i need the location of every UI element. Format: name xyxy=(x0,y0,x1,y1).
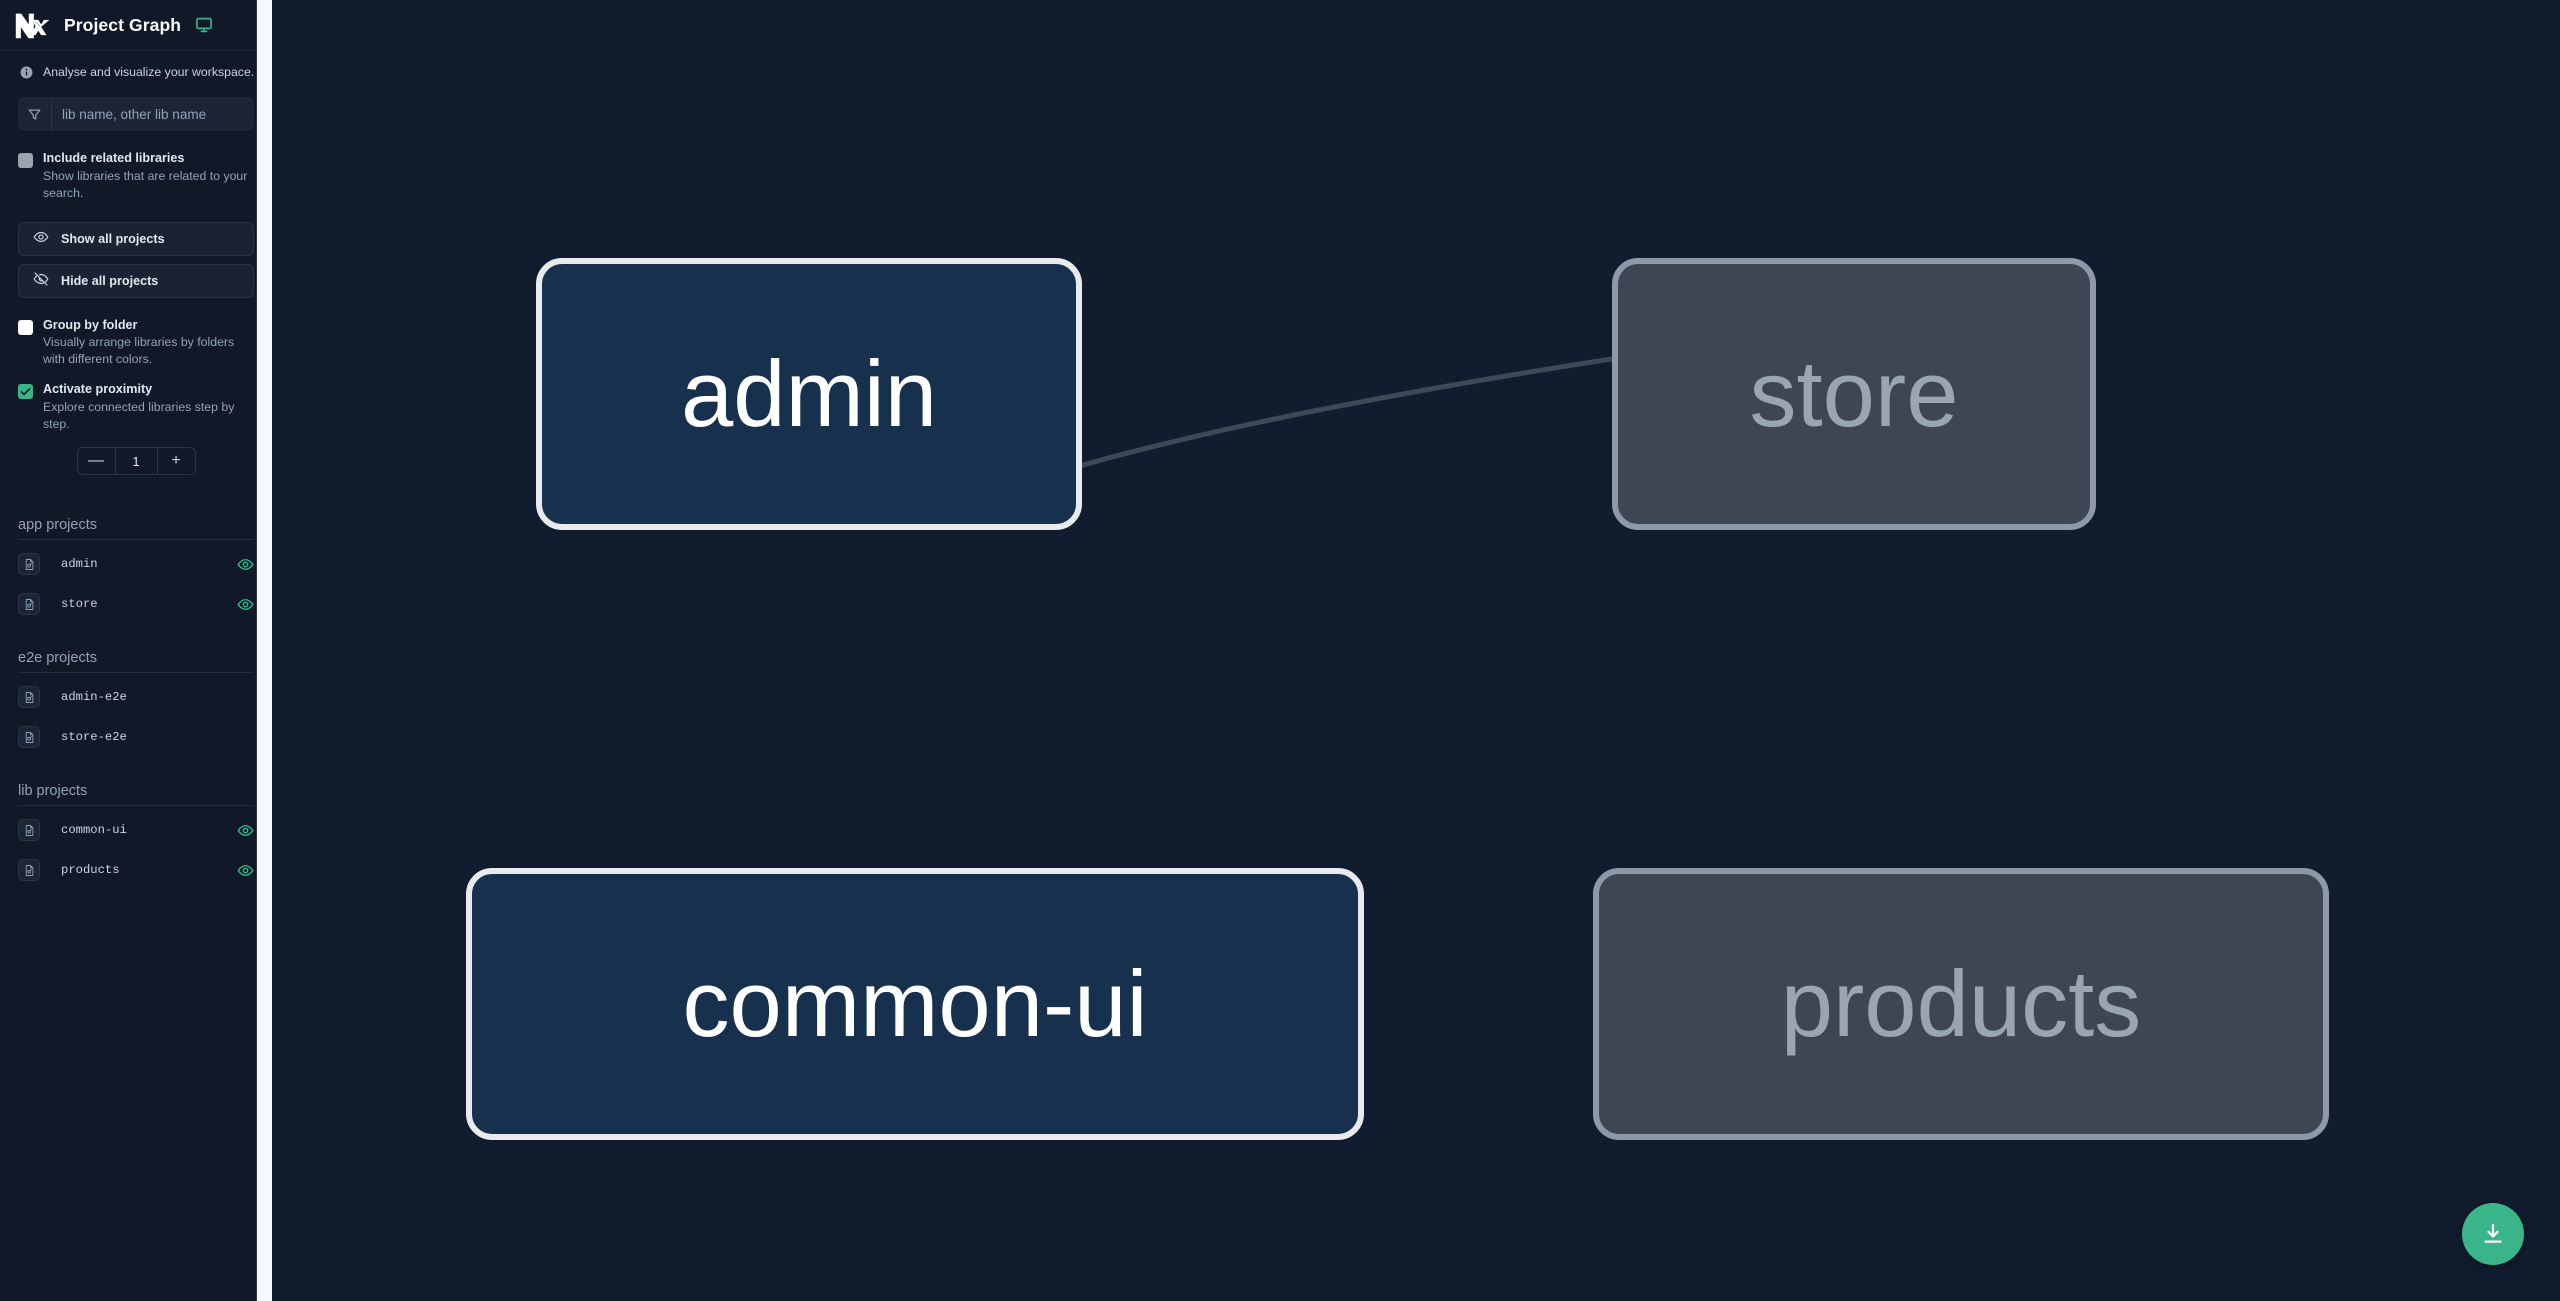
download-icon xyxy=(2480,1221,2506,1247)
brand-header: Project Graph xyxy=(0,0,272,51)
option-include-related-libraries[interactable]: Include related libraries Show libraries… xyxy=(0,131,272,202)
eye-visible-icon-products[interactable] xyxy=(237,862,254,879)
graph-node-label-store: store xyxy=(1749,341,1959,446)
sidebar: Project Graph Analyse and visualize your… xyxy=(0,0,272,1301)
show-all-projects-button[interactable]: Show all projects xyxy=(18,221,254,256)
hide-all-projects-button[interactable]: Hide all projects xyxy=(18,263,254,298)
activate-proximity-description: Explore connected libraries step by step… xyxy=(43,400,235,432)
project-name-products: products xyxy=(61,863,120,878)
sidebar-scrollbar[interactable] xyxy=(256,0,272,1301)
group-by-folder-description: Visually arrange libraries by folders wi… xyxy=(43,335,235,367)
project-name-common-ui: common-ui xyxy=(61,823,127,838)
download-graph-button[interactable] xyxy=(2462,1203,2524,1265)
group-by-folder-label: Group by folder xyxy=(43,317,138,332)
project-row-admin-e2e[interactable]: admin-e2e xyxy=(18,677,254,717)
tagline: Analyse and visualize your workspace. xyxy=(0,51,272,79)
option-activate-proximity[interactable]: Activate proximity Explore connected lib… xyxy=(0,368,272,433)
project-file-icon[interactable] xyxy=(18,859,40,882)
project-file-icon[interactable] xyxy=(18,819,40,842)
eye-visible-icon-store[interactable] xyxy=(237,596,254,613)
section-heading-app-projects: app projects xyxy=(18,517,254,541)
include-related-description: Show libraries that are related to your … xyxy=(43,168,248,200)
group-by-folder-checkbox[interactable] xyxy=(18,319,33,335)
project-name-store: store xyxy=(61,597,98,612)
section-app-projects: app projects admin xyxy=(0,517,272,624)
eye-visible-icon-common-ui[interactable] xyxy=(237,822,254,839)
eye-icon xyxy=(33,229,49,248)
filter-icon[interactable] xyxy=(18,97,52,131)
graph-node-label-products: products xyxy=(1780,951,2142,1056)
hide-all-projects-label: Hide all projects xyxy=(61,273,159,288)
project-row-admin[interactable]: admin xyxy=(18,544,254,584)
proximity-value: 1 xyxy=(114,448,158,475)
project-name-admin-e2e: admin-e2e xyxy=(61,690,127,705)
project-row-common-ui[interactable]: common-ui xyxy=(18,810,254,850)
include-related-checkbox[interactable] xyxy=(18,153,33,168)
sidebar-scrollbar-thumb[interactable] xyxy=(259,0,271,1301)
project-row-products[interactable]: products xyxy=(18,850,254,890)
include-related-label: Include related libraries xyxy=(43,151,185,165)
search-box[interactable] xyxy=(18,97,254,131)
graph-canvas[interactable]: admin store common-ui products xyxy=(272,0,2560,1301)
section-e2e-projects: e2e projects admin-e2e xyxy=(0,650,272,757)
graph-node-label-common-ui: common-ui xyxy=(682,951,1148,1056)
show-all-projects-label: Show all projects xyxy=(61,231,165,246)
section-lib-projects: lib projects common-ui xyxy=(0,783,272,890)
proximity-stepper: — 1 + xyxy=(0,433,272,476)
visibility-actions: Show all projects Hide all projects xyxy=(0,202,272,298)
graph-node-admin[interactable]: admin xyxy=(536,258,1082,530)
project-name-store-e2e: store-e2e xyxy=(61,730,127,745)
graph-node-common-ui[interactable]: common-ui xyxy=(466,868,1364,1140)
info-icon xyxy=(20,66,33,79)
project-row-store[interactable]: store xyxy=(18,584,254,624)
page-title: Project Graph xyxy=(64,14,182,35)
project-name-admin: admin xyxy=(61,557,98,572)
search-input[interactable] xyxy=(52,97,254,131)
nx-logo xyxy=(12,9,50,41)
eye-off-icon xyxy=(33,271,49,290)
project-file-icon[interactable] xyxy=(18,553,40,576)
monitor-icon[interactable] xyxy=(195,16,213,34)
activate-proximity-label: Activate proximity xyxy=(43,382,153,397)
project-row-store-e2e[interactable]: store-e2e xyxy=(18,717,254,757)
proximity-decrement-button[interactable]: — xyxy=(77,448,115,475)
project-file-icon[interactable] xyxy=(18,726,40,749)
activate-proximity-checkbox[interactable] xyxy=(18,384,33,400)
section-heading-e2e-projects: e2e projects xyxy=(18,650,254,674)
project-file-icon[interactable] xyxy=(18,593,40,616)
section-heading-lib-projects: lib projects xyxy=(18,783,254,807)
graph-node-products[interactable]: products xyxy=(1593,868,2329,1140)
search-section xyxy=(0,79,272,131)
tagline-text: Analyse and visualize your workspace. xyxy=(43,65,255,79)
graph-node-store[interactable]: store xyxy=(1612,258,2096,530)
option-group-by-folder[interactable]: Group by folder Visually arrange librari… xyxy=(0,298,272,369)
eye-visible-icon-admin[interactable] xyxy=(237,556,254,573)
graph-node-label-admin: admin xyxy=(680,341,938,446)
proximity-increment-button[interactable]: + xyxy=(157,448,195,475)
project-file-icon[interactable] xyxy=(18,686,40,709)
